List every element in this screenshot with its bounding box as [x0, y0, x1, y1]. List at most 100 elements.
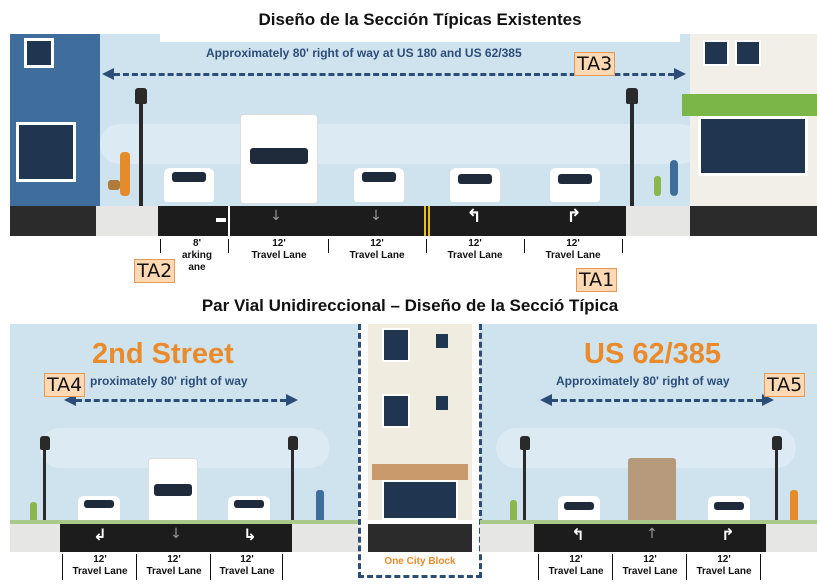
- bottom-section: One City Block 2nd Street proximately 80…: [10, 324, 817, 588]
- lane-tick-br-1: [538, 554, 539, 580]
- dog-icon: [108, 180, 120, 190]
- lane-name: Travel Lane: [72, 566, 128, 577]
- car-windshield-bl-3: [234, 500, 264, 508]
- car-windshield-bl-1: [84, 500, 114, 508]
- row-arrow-left-head: [102, 68, 114, 80]
- up-arrow-icon: ↑: [646, 526, 658, 542]
- car-icon-lane-4: [550, 168, 600, 202]
- sidewalk-bl: [10, 524, 60, 552]
- lane-divider-1: [228, 206, 230, 236]
- lane-name-line1: arking: [181, 250, 212, 261]
- lamp-pole-bl2: [291, 448, 294, 526]
- roadway-left: [60, 524, 292, 552]
- lane-name: Travel Lane: [146, 566, 202, 577]
- lane-tick-bl-1: [62, 554, 63, 580]
- lane-label-bl-3: 12' Travel Lane: [212, 554, 282, 578]
- top-title-bg: [160, 6, 680, 42]
- lane-name: Travel Lane: [622, 566, 678, 577]
- lane-name: Travel Lane: [696, 566, 752, 577]
- lane-tick-bl-3: [210, 554, 211, 580]
- lane-label-bl-2: 12' Travel Lane: [138, 554, 210, 578]
- row-arrow-right-head: [674, 68, 686, 80]
- lane-width: 8': [193, 238, 201, 249]
- lane-width: 12': [643, 554, 657, 565]
- left-straight-arrow-icon: ↰: [466, 206, 482, 227]
- annotation-tag-ta2: TA2: [134, 259, 176, 283]
- lane-tick-br-3: [686, 554, 687, 580]
- top-section-title: Diseño de la Sección Típicas Existentes: [258, 10, 582, 29]
- lane-name: Travel Lane: [548, 566, 604, 577]
- straight-arrow-icon-1: ↓: [270, 208, 282, 224]
- lane-width: 12': [272, 238, 286, 249]
- right-building-window-2: [735, 40, 761, 66]
- truck-icon-br: [628, 458, 676, 524]
- top-sky: [10, 34, 817, 206]
- right-row-label: Approximately 80' right of way: [556, 374, 730, 388]
- pedestrian-icon-right: [670, 160, 678, 196]
- lane-name: Travel Lane: [447, 250, 503, 261]
- left-down-arrow-icon: ↲: [93, 525, 107, 544]
- car-windshield-br-3: [714, 502, 744, 510]
- lane-width: 12': [717, 554, 731, 565]
- lane-width: 12': [566, 238, 580, 249]
- lane-tick-2: [228, 239, 229, 253]
- curb-right: [690, 206, 817, 236]
- lane-name: Travel Lane: [545, 250, 601, 261]
- car-icon-br-1: [558, 496, 600, 524]
- right-up-arrow-icon: ↱: [721, 525, 735, 544]
- sidewalk-right: [626, 206, 690, 236]
- lane-tick-1: [160, 239, 161, 253]
- lane-tick-5: [524, 239, 525, 253]
- lamp-pole-left: [139, 102, 143, 206]
- lane-label-travel-1: 12' Travel Lane: [232, 238, 326, 262]
- right-row-arrow-right-head: [762, 394, 774, 406]
- car-icon-br-3: [708, 496, 750, 524]
- right-row-arrow-left-head: [540, 394, 552, 406]
- down-right-arrow-icon: ↳: [243, 525, 257, 544]
- right-row-dashed-line: [552, 399, 762, 402]
- middle-storefront: [382, 480, 458, 520]
- sidewalk-br: [480, 524, 534, 552]
- pedestrian-icon-bl2: [316, 490, 324, 524]
- lane-tick-br-2: [612, 554, 613, 580]
- right-street-name: US 62/385: [584, 338, 722, 370]
- lane-tick-4: [426, 239, 427, 253]
- roadway-right: [534, 524, 766, 552]
- pedestrian-icon-br: [510, 500, 517, 524]
- lane-label-travel-3: 12' Travel Lane: [428, 238, 522, 262]
- truck-windshield: [250, 148, 308, 164]
- pedestrian-icon-left: [120, 152, 130, 196]
- left-street-name: 2nd Street: [92, 338, 234, 370]
- car-windshield-4: [558, 174, 592, 184]
- parking-stripe: [216, 218, 226, 222]
- left-row-arrow-left-head: [64, 394, 76, 406]
- middle-block-base: [368, 524, 472, 552]
- row-dashed-line: [114, 73, 674, 76]
- lane-width: 12': [370, 238, 384, 249]
- straight-arrow-icon-2: ↓: [370, 208, 382, 224]
- lane-label-parking: 8' arking ane: [170, 238, 224, 274]
- left-building-window-bottom: [16, 122, 76, 182]
- straight-right-arrow-icon: ↱: [566, 206, 582, 227]
- lane-label-br-1: 12' Travel Lane: [540, 554, 612, 578]
- annotation-tag-ta1: TA1: [576, 268, 618, 292]
- lamp-pole-br: [523, 448, 526, 526]
- sidewalk-left: [96, 206, 158, 236]
- left-row-arrow-right-head: [286, 394, 298, 406]
- lane-tick-6: [622, 239, 623, 253]
- lane-tick-br-4: [760, 554, 761, 580]
- lane-name: Travel Lane: [251, 250, 307, 261]
- top-section: Approximately 80' right of way at US 180…: [10, 34, 817, 273]
- car-windshield-3: [458, 174, 492, 184]
- lane-label-br-3: 12' Travel Lane: [688, 554, 760, 578]
- down-arrow-icon: ↓: [170, 526, 182, 542]
- lamp-pole-right: [630, 102, 634, 206]
- lane-width: 12': [93, 554, 107, 565]
- car-windshield-2: [362, 172, 396, 182]
- top-clouds: [100, 124, 700, 164]
- bottom-section-title: Par Vial Unidireccional – Diseño de la S…: [201, 296, 619, 315]
- left-row-dashed-line: [76, 399, 286, 402]
- one-city-block-label: One City Block: [384, 556, 456, 567]
- lamp-icon-right: [626, 88, 638, 104]
- truck-windshield-bl: [154, 484, 192, 496]
